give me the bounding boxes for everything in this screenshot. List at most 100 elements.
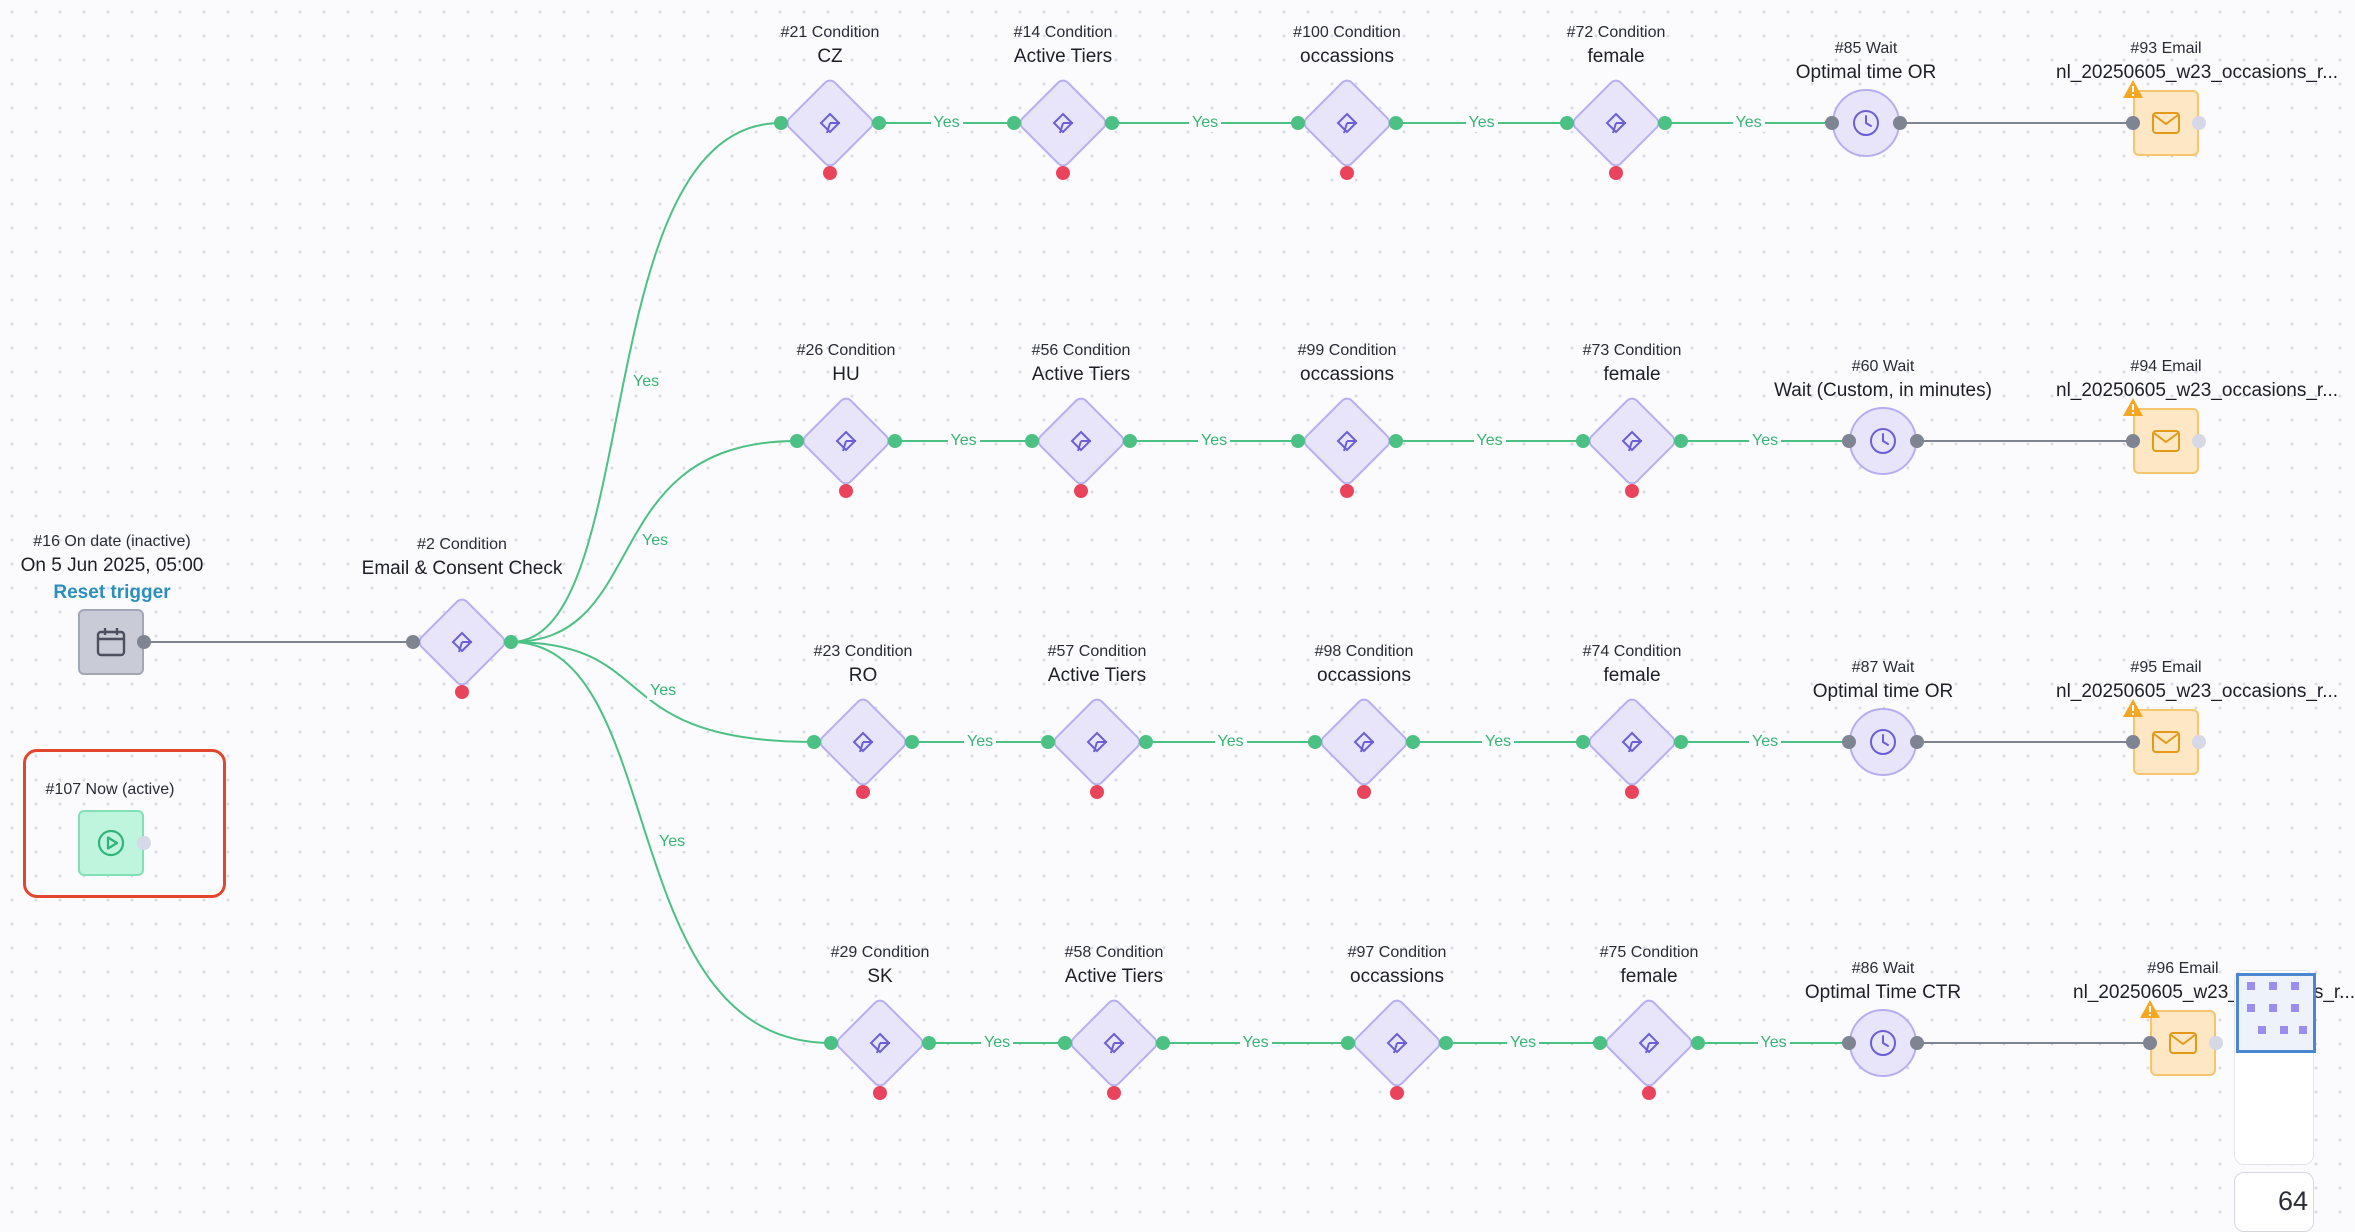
root-condition-input-port[interactable] — [406, 635, 420, 649]
row4-condition-4-node[interactable] — [1599, 993, 1699, 1093]
row4-condition-3-node[interactable] — [1347, 993, 1447, 1093]
row3-condition-3-input-port[interactable] — [1308, 735, 1322, 749]
row4-condition-4-no-port[interactable] — [1642, 1086, 1656, 1100]
row2-condition-2-no-port[interactable] — [1074, 484, 1088, 498]
row2-email-output-port[interactable] — [2192, 434, 2206, 448]
row2-condition-4-node[interactable] — [1582, 391, 1682, 491]
trigger-now-node[interactable] — [78, 810, 144, 876]
row4-email-node[interactable] — [2150, 1010, 2216, 1076]
row4-condition-3-input-port[interactable] — [1341, 1036, 1355, 1050]
row4-condition-3-no-port[interactable] — [1390, 1086, 1404, 1100]
row3-email-node[interactable] — [2133, 709, 2199, 775]
row3-condition-2-yes-port[interactable] — [1139, 735, 1153, 749]
row1-condition-2-node[interactable] — [1013, 73, 1113, 173]
root-condition-yes-port[interactable] — [504, 635, 518, 649]
row2-condition-3-no-port[interactable] — [1340, 484, 1354, 498]
row2-wait-output-port[interactable] — [1910, 434, 1924, 448]
row3-wait-input-port[interactable] — [1842, 735, 1856, 749]
row4-condition-1-yes-port[interactable] — [922, 1036, 936, 1050]
row4-condition-1-node[interactable] — [830, 993, 930, 1093]
row3-condition-4-yes-port[interactable] — [1674, 735, 1688, 749]
row3-wait-node[interactable] — [1849, 708, 1917, 776]
row1-email-input-port[interactable] — [2126, 116, 2140, 130]
row1-wait-output-port[interactable] — [1893, 116, 1907, 130]
row4-condition-3-yes-port[interactable] — [1439, 1036, 1453, 1050]
row2-condition-3-input-port[interactable] — [1291, 434, 1305, 448]
row1-condition-1-no-port[interactable] — [823, 166, 837, 180]
row1-condition-3-no-port[interactable] — [1340, 166, 1354, 180]
row1-condition-1-node[interactable] — [780, 73, 880, 173]
row3-condition-3-yes-port[interactable] — [1406, 735, 1420, 749]
row1-condition-4-node[interactable] — [1566, 73, 1666, 173]
row4-condition-2-input-port[interactable] — [1058, 1036, 1072, 1050]
reset-trigger-link[interactable]: Reset trigger — [53, 582, 171, 603]
root-condition-node[interactable] — [412, 592, 512, 692]
row4-wait-output-port[interactable] — [1910, 1036, 1924, 1050]
row1-condition-2-no-port[interactable] — [1056, 166, 1070, 180]
row3-email-output-port[interactable] — [2192, 735, 2206, 749]
row4-email-input-port[interactable] — [2143, 1036, 2157, 1050]
row3-wait-output-port[interactable] — [1910, 735, 1924, 749]
row4-wait-node[interactable] — [1849, 1009, 1917, 1077]
row2-email-input-port[interactable] — [2126, 434, 2140, 448]
row1-condition-1-input-port[interactable] — [774, 116, 788, 130]
row1-condition-2-input-port[interactable] — [1007, 116, 1021, 130]
row4-wait-input-port[interactable] — [1842, 1036, 1856, 1050]
row2-condition-1-node[interactable] — [796, 391, 896, 491]
row4-condition-1-no-port[interactable] — [873, 1086, 887, 1100]
row1-condition-4-yes-port[interactable] — [1658, 116, 1672, 130]
row2-condition-4-input-port[interactable] — [1576, 434, 1590, 448]
row3-condition-2-input-port[interactable] — [1041, 735, 1055, 749]
yes-edge-label: Yes — [656, 833, 689, 851]
row2-wait-node[interactable] — [1849, 407, 1917, 475]
row4-condition-2-node[interactable] — [1064, 993, 1164, 1093]
row2-condition-1-no-port[interactable] — [839, 484, 853, 498]
row3-condition-1-yes-port[interactable] — [905, 735, 919, 749]
row3-condition-2-node[interactable] — [1047, 692, 1147, 792]
row1-condition-4-input-port[interactable] — [1560, 116, 1574, 130]
row2-condition-1-input-port[interactable] — [790, 434, 804, 448]
row1-email-output-port[interactable] — [2192, 116, 2206, 130]
row1-condition-3-yes-port[interactable] — [1389, 116, 1403, 130]
row3-condition-3-node[interactable] — [1314, 692, 1414, 792]
row3-condition-1-input-port[interactable] — [807, 735, 821, 749]
trigger-date-output-port[interactable] — [137, 635, 151, 649]
row3-condition-1-node[interactable] — [813, 692, 913, 792]
row3-condition-4-node[interactable] — [1582, 692, 1682, 792]
row3-condition-2-no-port[interactable] — [1090, 785, 1104, 799]
row3-condition-1-no-port[interactable] — [856, 785, 870, 799]
row1-email-node[interactable] — [2133, 90, 2199, 156]
row2-condition-1-yes-port[interactable] — [888, 434, 902, 448]
row1-condition-3-node[interactable] — [1297, 73, 1397, 173]
row1-wait-input-port[interactable] — [1825, 116, 1839, 130]
root-condition-no-port[interactable] — [455, 685, 469, 699]
row2-condition-3-node[interactable] — [1297, 391, 1397, 491]
row4-condition-4-yes-port[interactable] — [1691, 1036, 1705, 1050]
row1-wait-node[interactable] — [1832, 89, 1900, 157]
row1-condition-4-no-port[interactable] — [1609, 166, 1623, 180]
row3-condition-3-no-port[interactable] — [1357, 785, 1371, 799]
minimap-viewport[interactable] — [2236, 973, 2316, 1053]
row2-condition-3-yes-port[interactable] — [1389, 434, 1403, 448]
row4-condition-2-yes-port[interactable] — [1156, 1036, 1170, 1050]
row4-condition-1-input-port[interactable] — [824, 1036, 838, 1050]
row2-condition-2-input-port[interactable] — [1025, 434, 1039, 448]
row3-email-input-port[interactable] — [2126, 735, 2140, 749]
row2-condition-2-node[interactable] — [1031, 391, 1131, 491]
row4-email-output-port[interactable] — [2209, 1036, 2223, 1050]
row1-condition-1-yes-port[interactable] — [872, 116, 886, 130]
trigger-date-node[interactable] — [78, 609, 144, 675]
row1-condition-3-input-port[interactable] — [1291, 116, 1305, 130]
row2-condition-2-yes-port[interactable] — [1123, 434, 1137, 448]
row2-condition-4-no-port[interactable] — [1625, 484, 1639, 498]
trigger-now-output-port[interactable] — [137, 836, 151, 850]
row1-condition-2-yes-port[interactable] — [1105, 116, 1119, 130]
row3-condition-4-no-port[interactable] — [1625, 785, 1639, 799]
row4-condition-2-no-port[interactable] — [1107, 1086, 1121, 1100]
row3-condition-4-input-port[interactable] — [1576, 735, 1590, 749]
row2-condition-4-yes-port[interactable] — [1674, 434, 1688, 448]
row2-wait-input-port[interactable] — [1842, 434, 1856, 448]
row4-condition-4-input-port[interactable] — [1593, 1036, 1607, 1050]
row2-email-node[interactable] — [2133, 408, 2199, 474]
